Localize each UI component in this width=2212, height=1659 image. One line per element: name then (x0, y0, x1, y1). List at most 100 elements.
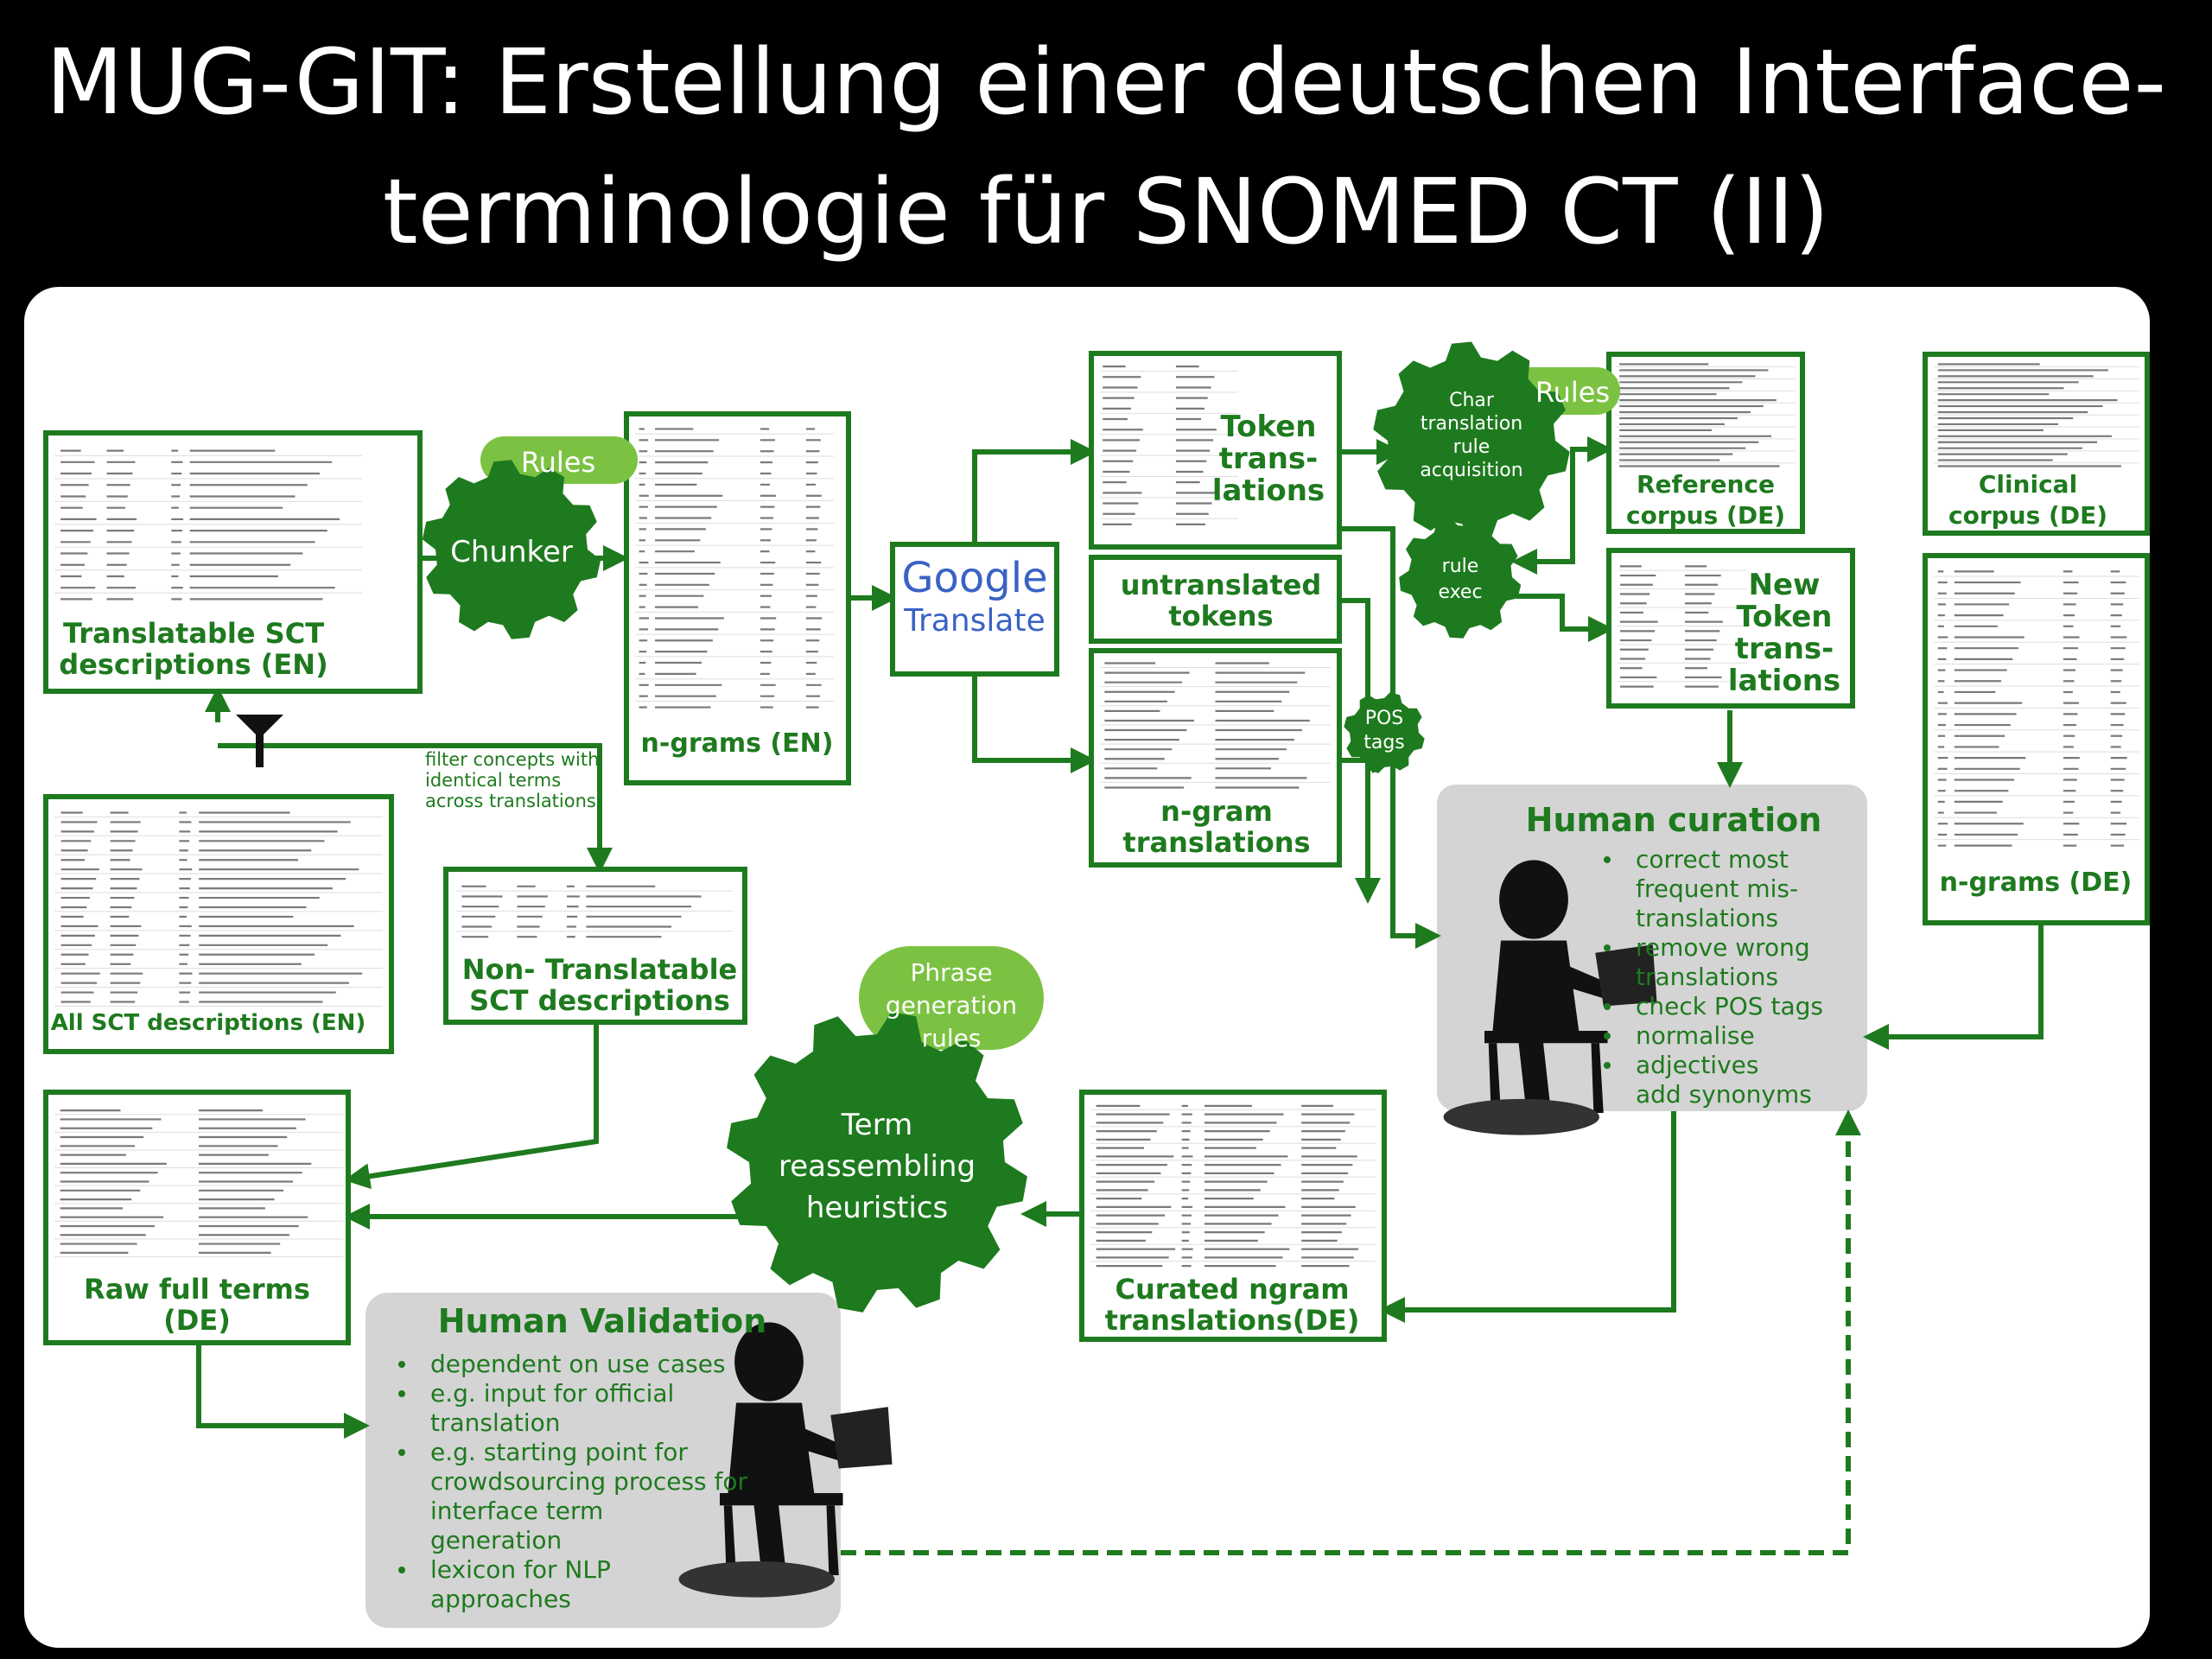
slide-title-line-2: terminologie für SNOMED CT (II) (382, 159, 1830, 264)
phrase-generation-pill-label-line-2: generation (886, 991, 1017, 1020)
curated-ngram-label-line-2: translations(DE) (1105, 1304, 1360, 1337)
arrow-raw-to-validation (196, 1307, 370, 1439)
human-curation-bullet-1-line-1: correct most (1636, 845, 1789, 874)
rule-exec-gear-label-line-2: exec (1438, 582, 1482, 603)
human-validation-bullet-dot-2 (398, 1390, 405, 1397)
pos-tags-gear (1344, 692, 1425, 773)
arrow-curation-to-curated-ngram (1379, 1111, 1676, 1323)
rules-pill-chunker-label: Rules (521, 446, 595, 479)
translatable-sct-table (54, 449, 362, 601)
slide-title-line-1: MUG-GIT: Erstellung einer deutschen Inte… (45, 29, 2166, 135)
term-reassembling-gear (727, 1012, 1027, 1313)
rules-pill-chunker (480, 436, 638, 484)
arrow-untranslated-to-curation (1339, 598, 1381, 904)
human-curation-bullet-4-line-1: normalise (1636, 1021, 1755, 1050)
human-curation-bullet-dot-2 (1604, 944, 1611, 951)
reference-corpus-label-line-2: corpus (DE) (1626, 501, 1785, 530)
all-sct-box (43, 794, 394, 1054)
human-curation-bullet-2-line-1: remove wrong (1636, 933, 1810, 962)
clinical-corpus-box (1923, 352, 2150, 536)
arrow-filter-to-non-translatable (218, 743, 613, 874)
new-token-translations-label-line-2: Token (1737, 600, 1833, 634)
human-validation-bullet-1-line-1: dependent on use cases (430, 1350, 726, 1378)
raw-full-terms-table (54, 1109, 343, 1257)
human-validation-bullet-4-line-2: approaches (430, 1585, 571, 1613)
human-curation-bullet-dot-4 (1604, 1033, 1611, 1039)
human-validation-bullet-3-line-1: e.g. starting point for (430, 1438, 688, 1466)
ngrams-en-table (635, 428, 834, 709)
untranslated-tokens-label-line-2: tokens (1168, 600, 1273, 632)
arrow-reference-to-rule-exec (1511, 447, 1607, 575)
human-validation-bullet-2-line-2: translation (430, 1408, 561, 1437)
phrase-generation-pill-label-line-3: rules (922, 1024, 982, 1052)
filter-funnel-icon (236, 715, 283, 767)
human-validation-bullet-3-line-4: generation (430, 1526, 562, 1554)
chunker-gear-label-line-1: Chunker (450, 535, 573, 569)
human-validation-bullet-dot-1 (398, 1361, 405, 1368)
char-translation-gear (1373, 341, 1570, 540)
clinical-corpus-text (1934, 363, 2139, 467)
google-translate-box (890, 542, 1059, 677)
new-token-translations-label-line-3: trans- (1735, 632, 1834, 666)
reference-corpus-text (1616, 363, 1796, 467)
ngrams-en-box (624, 411, 851, 785)
ngrams-de-table (1934, 570, 2139, 847)
ngrams-en-label-line-1: n-grams (EN) (641, 728, 834, 759)
token-translations-label-line-2: trans- (1219, 442, 1319, 476)
human-validation-bullet-dot-4 (398, 1567, 405, 1573)
filter-note-line-1: filter concepts with (425, 749, 599, 770)
char-translation-gear-label-line-1: Char (1449, 390, 1495, 411)
raw-full-terms-label-line-2: (DE) (163, 1304, 231, 1337)
human-curation-bullet-1-line-2: frequent mis- (1636, 874, 1798, 903)
arrow-google-to-token-translations (972, 439, 1096, 544)
untranslated-tokens-label-line-1: untranslated (1121, 569, 1322, 601)
human-validation-panel (365, 1293, 841, 1628)
untranslated-tokens-box (1089, 555, 1342, 644)
phrase-generation-pill-label-line-1: Phrase (910, 958, 992, 987)
human-curation-title: Human curation (1526, 801, 1822, 839)
arrow-validation-to-curation (841, 1109, 1861, 1555)
arrow-ngrams-de-to-curation (1863, 923, 2044, 1050)
rule-exec-gear (1399, 517, 1522, 639)
human-validation-person-icon (678, 1322, 893, 1598)
new-token-translations-label-line-4: lations (1728, 664, 1840, 698)
term-reassembling-gear-label-line-2: reassembling (779, 1149, 976, 1184)
human-curation-person-icon (1443, 860, 1657, 1135)
human-validation-bullet-2-line-1: e.g. input for official (430, 1379, 674, 1408)
filter-note-line-3: across translations (425, 791, 596, 811)
human-curation-bullet-3-line-1: check POS tags (1636, 992, 1823, 1020)
human-curation-bullet-dot-3 (1604, 1003, 1611, 1010)
arrow-google-to-ngram-translations (972, 674, 1096, 773)
slide-title: MUG-GIT: Erstellung einer deutschen Inte… (0, 17, 2212, 276)
ngram-translations-table (1100, 662, 1331, 789)
human-validation-bullet-3-line-3: interface term (430, 1497, 603, 1525)
human-curation-bullet-5-line-2: add synonyms (1636, 1080, 1812, 1109)
non-translatable-label-line-2: SCT descriptions (469, 984, 730, 1017)
raw-full-terms-label-line-1: Raw full terms (84, 1273, 310, 1306)
curated-ngram-label-line-1: Curated ngram (1115, 1273, 1349, 1306)
clinical-corpus-label-line-1: Clinical (1979, 470, 2077, 499)
human-curation-bullet-5-line-1: adjectives (1636, 1051, 1758, 1079)
non-translatable-box (443, 867, 747, 1025)
translatable-sct-label-line-1: Translatable SCT (63, 617, 324, 650)
human-curation-bullet-dot-1 (1604, 856, 1611, 863)
human-curation-bullet-2-line-2: translations (1636, 963, 1778, 991)
ngrams-de-box (1923, 553, 2150, 925)
human-validation-title: Human Validation (438, 1302, 767, 1340)
ngram-translations-label-line-1: n-gram (1160, 795, 1273, 828)
pos-tags-gear-label-line-2: tags (1363, 732, 1405, 753)
human-validation-bullet-dot-3 (398, 1449, 405, 1456)
token-translations-label-line-1: Token (1221, 410, 1317, 444)
pos-tags-gear-label-line-1: POS (1365, 708, 1404, 729)
translatable-sct-label-line-2: descriptions (EN) (59, 648, 327, 681)
clinical-corpus-label-line-2: corpus (DE) (1948, 501, 2107, 530)
new-token-translations-label-line-1: New (1749, 568, 1821, 602)
non-translatable-label-line-1: Non- Translatable (462, 953, 738, 986)
arrow-rule-exec-to-new-tokens (1516, 594, 1614, 642)
char-translation-gear-label-line-2: translation (1421, 413, 1522, 435)
ngram-translations-label-line-2: translations (1122, 826, 1310, 859)
human-curation-bullet-1-line-3: translations (1636, 904, 1778, 932)
term-reassembling-gear-label-line-3: heuristics (806, 1191, 948, 1225)
token-translations-table (1100, 365, 1238, 526)
